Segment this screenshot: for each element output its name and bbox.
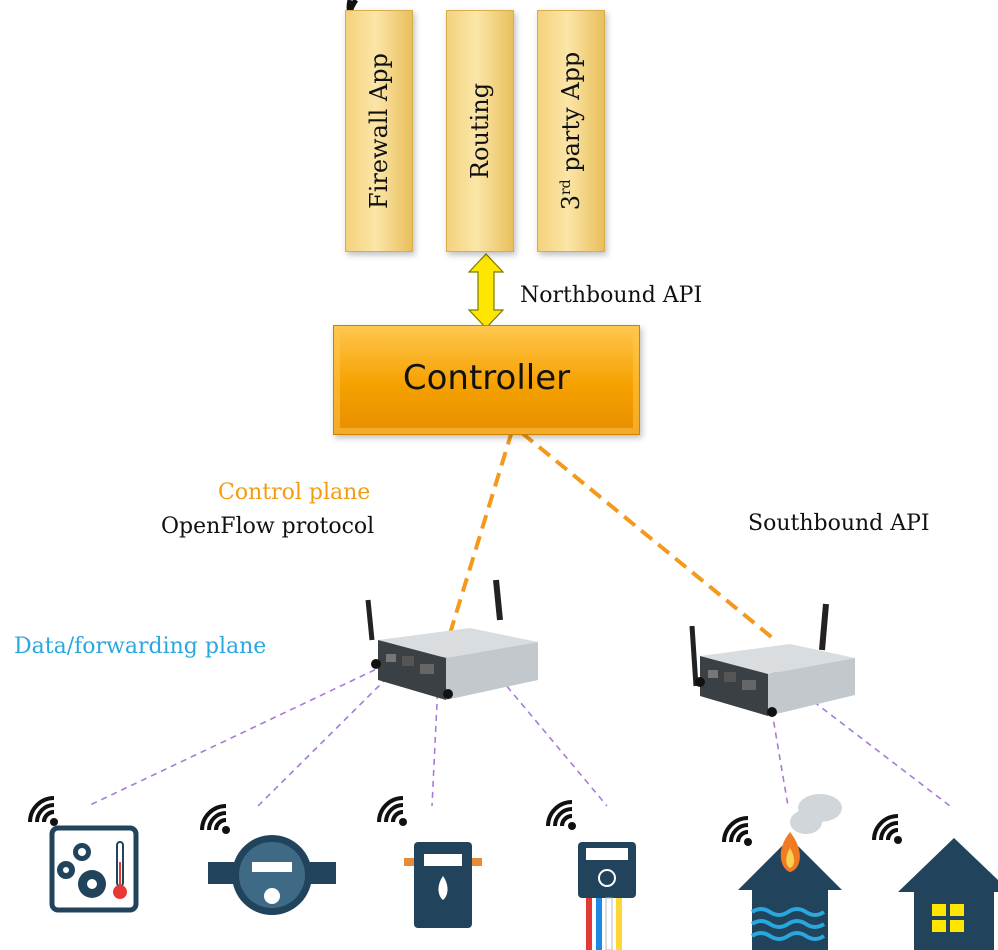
data-line-2	[257, 669, 396, 807]
wifi-icon-3	[377, 796, 409, 828]
electric-meter-icon	[578, 842, 636, 950]
control-line-right	[520, 431, 777, 642]
data-line-5	[769, 699, 789, 807]
app-third-party-prefix: 3	[557, 195, 585, 211]
control-plane-label: Control plane	[218, 480, 371, 505]
thermostat-gears-icon	[49, 825, 139, 913]
data-line-6	[804, 694, 951, 807]
app-firewall: Firewall App	[345, 10, 413, 252]
app-third-party: 3rd party App	[537, 10, 605, 252]
controller-box: Controller	[333, 325, 640, 435]
openflow-protocol-label: OpenFlow protocol	[161, 514, 375, 539]
northbound-arrow	[467, 253, 505, 329]
data-line-3	[431, 681, 439, 807]
app-routing: Routing	[446, 10, 514, 252]
gas-meter-icon	[404, 842, 482, 928]
app-third-party-label: 3rd party App	[557, 52, 585, 211]
control-line-left	[446, 430, 514, 641]
wifi-icon-6	[872, 814, 904, 846]
app-firewall-label: Firewall App	[365, 53, 393, 209]
southbound-api-label: Southbound API	[748, 511, 930, 536]
wifi-icon-2	[200, 804, 232, 836]
router-left-icon	[365, 579, 538, 700]
wifi-icon-4	[546, 800, 578, 832]
controller-label: Controller	[402, 358, 571, 398]
data-line-1	[87, 664, 386, 807]
data-line-4	[499, 677, 608, 807]
data-lines	[87, 664, 951, 807]
router-right-icon	[689, 603, 855, 717]
house-fire-flood-icon	[738, 794, 842, 950]
northbound-api-label: Northbound API	[520, 283, 703, 308]
wifi-icon-1	[28, 796, 60, 828]
wifi-icon-5	[722, 816, 754, 848]
water-meter-icon	[208, 835, 336, 915]
smart-home-icon	[898, 838, 998, 950]
app-third-party-rest: party App	[557, 51, 585, 180]
app-third-party-sup: rd	[558, 179, 574, 196]
app-routing-label: Routing	[466, 82, 494, 180]
data-plane-label: Data/forwarding plane	[14, 634, 267, 659]
